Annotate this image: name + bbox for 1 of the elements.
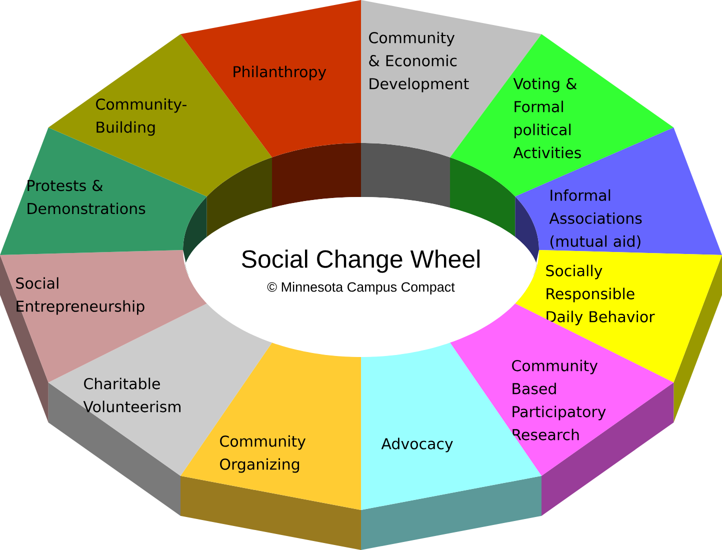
wheel-segment: Community Organizing bbox=[180, 342, 361, 550]
